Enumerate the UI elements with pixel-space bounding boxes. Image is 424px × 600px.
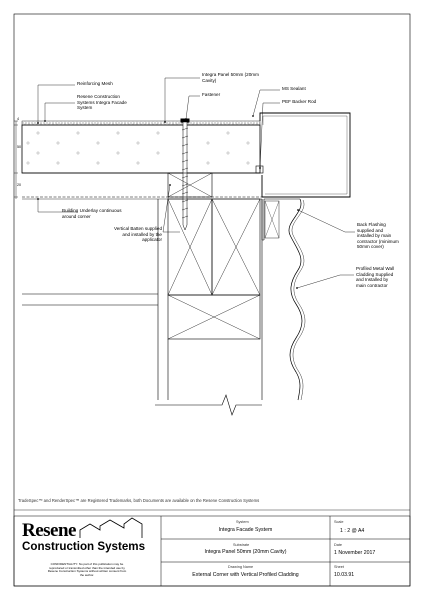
substrate-value: Integra Panel 50mm (20mm Cavity) [204, 549, 287, 555]
callout-ms-sealant: MS Sealant [282, 86, 306, 91]
callout-fastener: Fastener [202, 92, 221, 97]
scale-value: 1 : 2 @ A4 [340, 528, 365, 534]
dim-label-cavity: 20 [17, 183, 21, 187]
logo-house-icon [79, 517, 143, 538]
drawing-name-label: Drawing Name [228, 565, 254, 569]
date-value: 1 November 2017 [334, 550, 376, 556]
break-line [155, 394, 262, 416]
dimension-line [14, 120, 18, 199]
detail-geometry [14, 112, 351, 416]
dim-label-render: 4 [17, 117, 19, 121]
fastener-screw [182, 121, 188, 231]
timber-framing [22, 198, 263, 400]
system-value: Integra Facade System [218, 527, 273, 533]
system-label: System [236, 520, 249, 524]
logo-text: Resene [22, 520, 76, 541]
profiled-cladding [288, 198, 303, 401]
panel-pattern [26, 131, 250, 165]
pef-backer-rod [255, 165, 264, 174]
title-block [13, 515, 411, 587]
callout-facade-system: Resene Construction Systems Integra Faca… [77, 94, 127, 111]
sheet-value: 10.03.91 [334, 572, 355, 578]
vertical-batten [167, 172, 213, 198]
callout-reinforcing-mesh: Reinforcing Mesh [77, 81, 113, 86]
fastener-head [180, 118, 190, 123]
confidentiality-note: CONFIDENTIALITY: No part of this publica… [47, 562, 127, 577]
callout-back-flashing: Back Flashing supplied and installed by … [357, 222, 399, 250]
trademark-note: TradeSpec™ and RenderSpec™ are Registere… [18, 498, 260, 503]
callout-pef-backer-rod: PEF Backer Rod [282, 99, 317, 104]
company-name: Construction Systems [22, 540, 146, 553]
sheet-label: Sheet [334, 565, 344, 569]
substrate-label: Substrate [233, 543, 250, 547]
corner-render-inner [262, 115, 348, 195]
leader-arrows [37, 115, 299, 289]
corner-render-wrap [259, 112, 351, 198]
callout-vertical-batten: Vertical Batten supplied and installed b… [113, 226, 162, 243]
dim-label-panel: 50 [17, 145, 21, 149]
date-label: Date [334, 543, 343, 547]
callout-integra-panel: Integra Panel 50mm (20mm Cavity) [202, 72, 259, 83]
integra-panel [21, 124, 261, 174]
callout-profiled-cladding: Profiled Metal Wall Cladding Supplied an… [356, 266, 395, 288]
scale-label: Scale [334, 520, 344, 524]
back-flashing [261, 198, 300, 241]
leader-lines [37, 77, 355, 289]
drawing-name-value: External Corner with Vertical Profiled C… [192, 572, 299, 578]
callout-building-underlay: Building Underlay continuous around corn… [62, 208, 122, 219]
